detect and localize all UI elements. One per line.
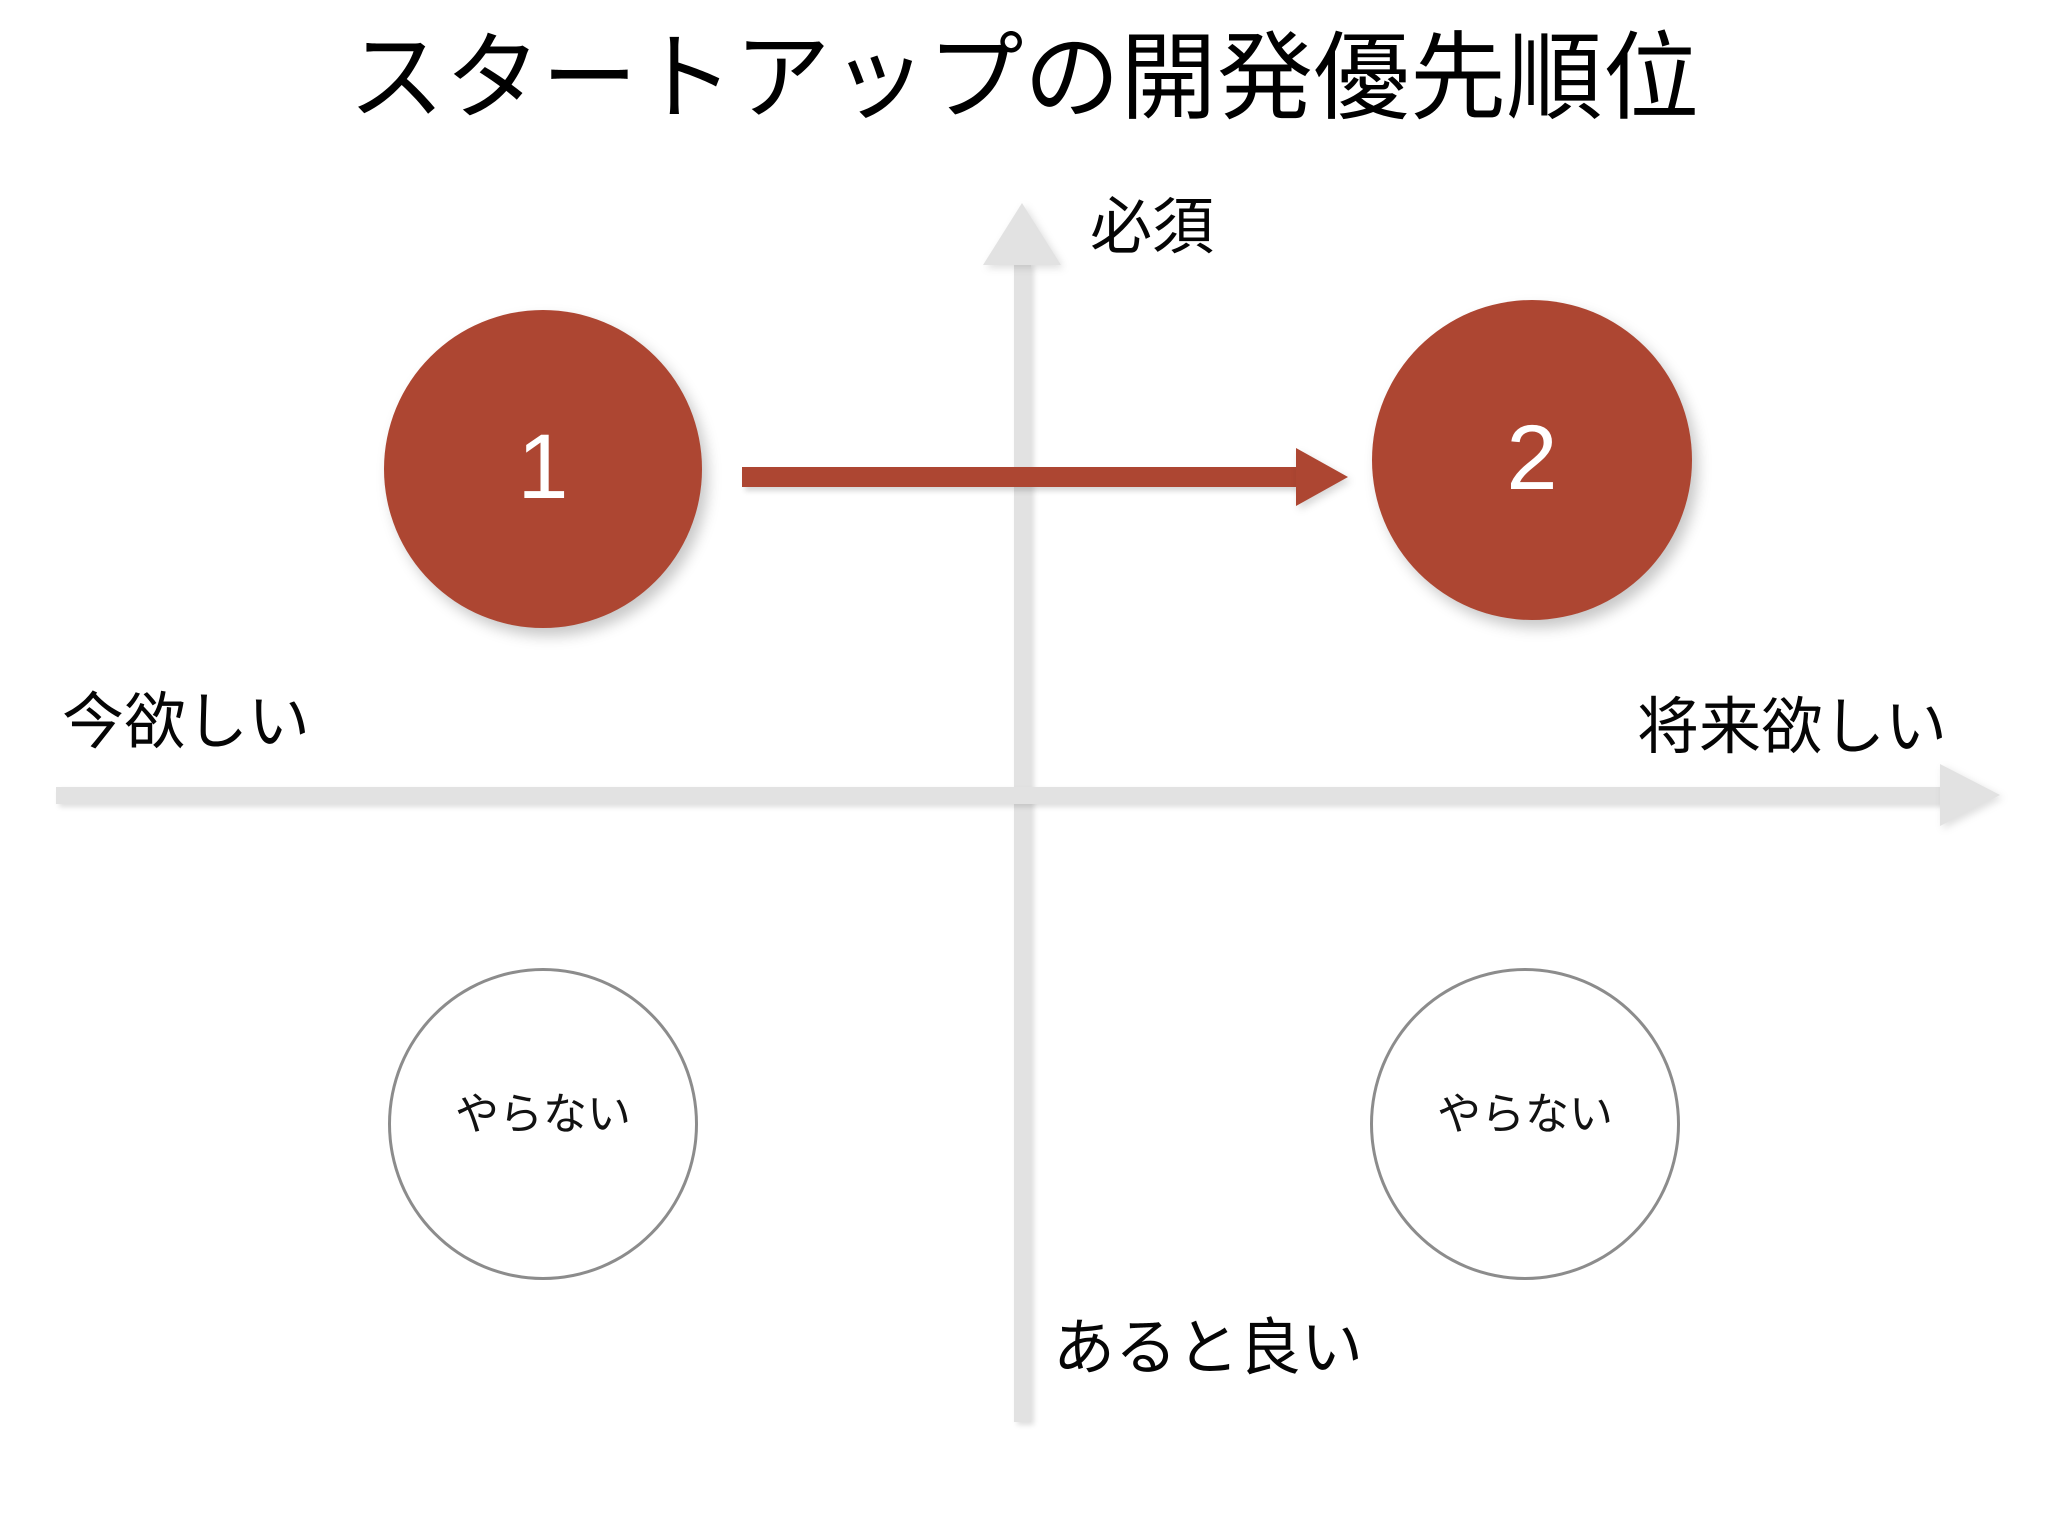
axis-label-want-later: 将来欲しい bbox=[1637, 693, 1948, 762]
horizontal-axis-line bbox=[56, 787, 1956, 804]
page-title: スタートアップの開発優先順位 bbox=[348, 25, 1700, 132]
axis-label-nice-to-have: あると良い bbox=[1053, 1314, 1364, 1383]
skip-circle-lower-left[interactable]: やらない bbox=[388, 968, 698, 1280]
vertical-axis-line bbox=[1014, 262, 1031, 1422]
vertical-axis-arrow-icon bbox=[983, 203, 1061, 265]
horizontal-axis-arrow-icon bbox=[1940, 764, 2000, 826]
skip-circle-lower-right-label: やらない bbox=[1437, 1090, 1613, 1139]
skip-circle-lower-right[interactable]: やらない bbox=[1370, 968, 1680, 1280]
priority-circle-2[interactable]: 2 bbox=[1372, 300, 1692, 620]
priority-circle-2-label: 2 bbox=[1506, 407, 1558, 509]
priority-circle-1[interactable]: 1 bbox=[384, 310, 702, 628]
axis-label-want-now: 今欲しい bbox=[62, 688, 311, 757]
skip-circle-lower-left-label: やらない bbox=[455, 1090, 631, 1139]
priority-circle-1-label: 1 bbox=[517, 416, 569, 518]
flow-arrow-head-icon bbox=[1296, 448, 1348, 506]
axis-label-must-have: 必須 bbox=[1090, 193, 1215, 262]
flow-arrow-shaft bbox=[742, 467, 1302, 487]
